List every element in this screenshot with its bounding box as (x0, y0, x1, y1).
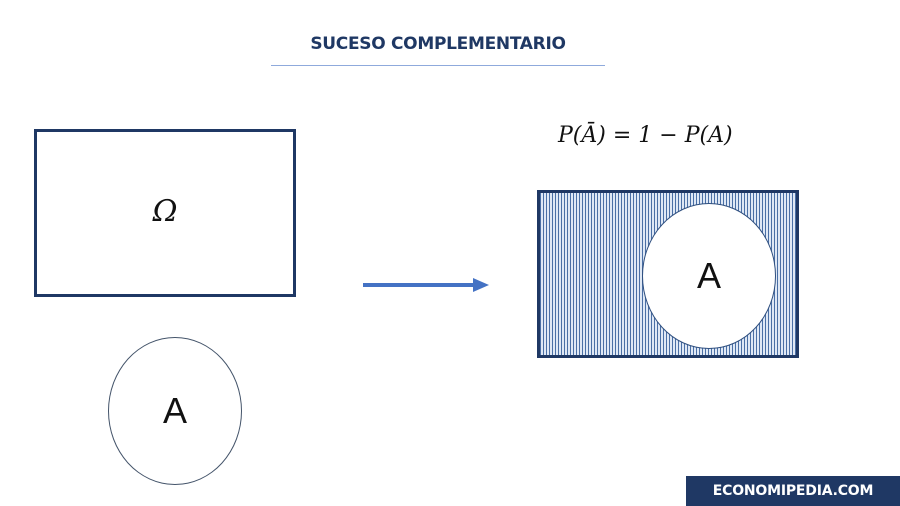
inner-event-a-label: A (696, 255, 721, 296)
brand-badge: ECONOMIPEDIA.COM (686, 476, 900, 506)
event-a-inner-circle: A (642, 203, 776, 349)
sample-space-rectangle: Ω (34, 129, 296, 297)
complement-formula: P(Ā) = 1 − P(A) (558, 123, 733, 148)
complement-diagram: A (537, 190, 799, 358)
omega-label: Ω (152, 194, 178, 229)
title-underline (271, 65, 605, 66)
arrow-right-icon (363, 278, 489, 292)
event-a-label: A (162, 390, 187, 431)
page-title: SUCESO COMPLEMENTARIO (310, 34, 566, 54)
event-a-circle: A (108, 337, 242, 485)
